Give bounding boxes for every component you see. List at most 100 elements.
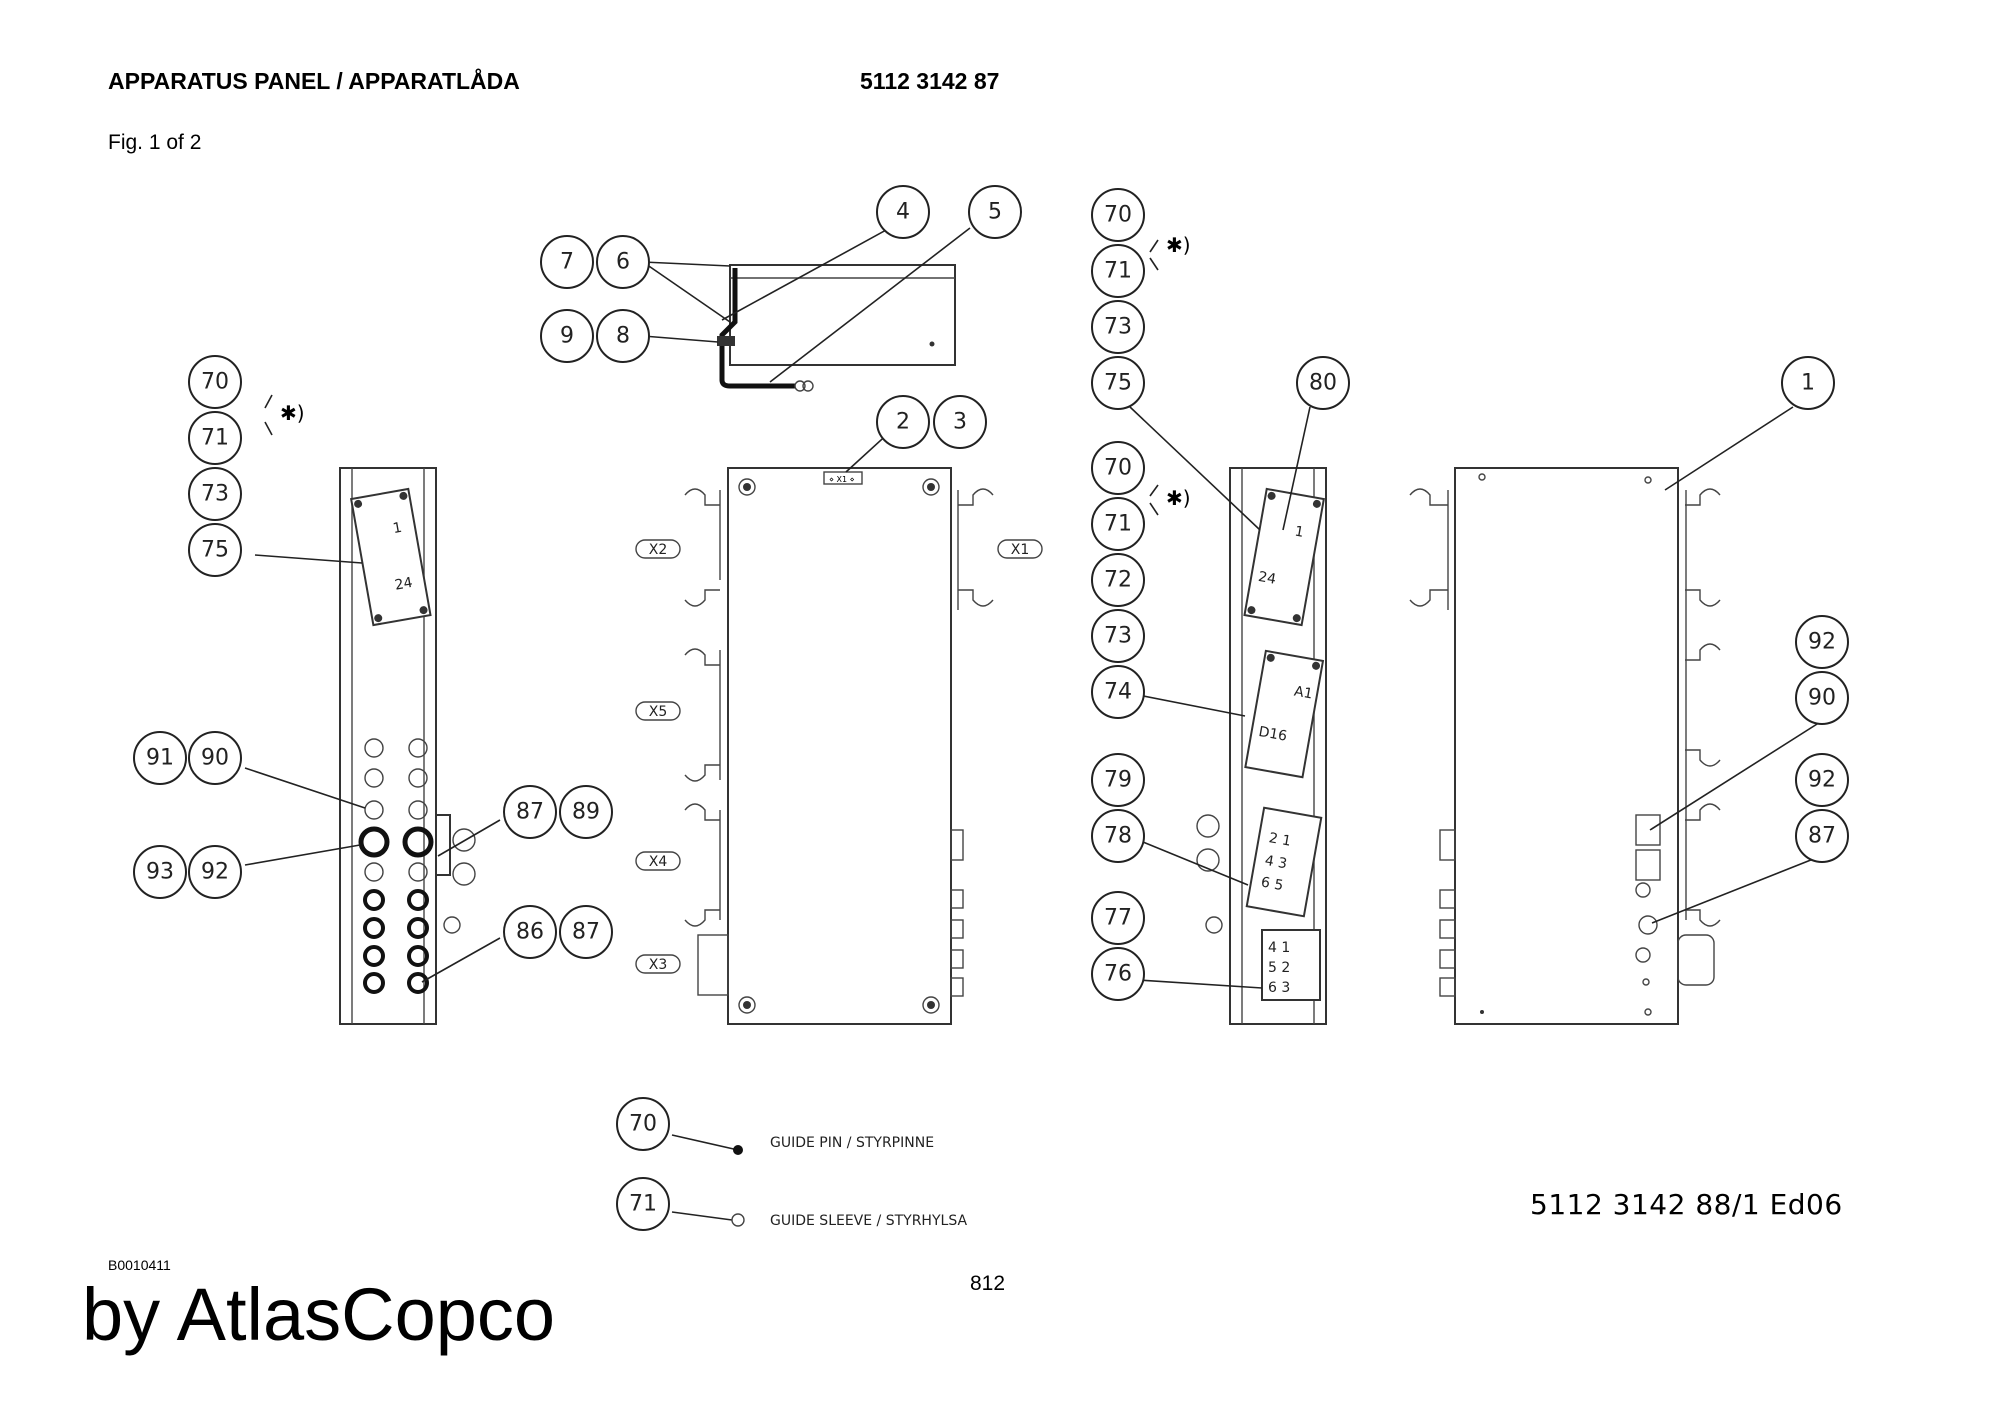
callout-item-3: 3	[933, 395, 987, 449]
svg-text:70: 70	[629, 1112, 657, 1137]
svg-text:71: 71	[629, 1192, 657, 1217]
figure-label: Fig. 1 of 2	[108, 131, 202, 154]
callout-item-76: 76	[1091, 947, 1145, 1001]
svg-text:87: 87	[516, 800, 544, 825]
svg-text:1: 1	[392, 520, 404, 537]
svg-text:78: 78	[1104, 824, 1132, 849]
svg-text:24: 24	[393, 575, 413, 594]
svg-text:2 1: 2 1	[1268, 830, 1293, 850]
callout-item-75: 75	[188, 523, 242, 577]
note-mark-c: ✱)	[1166, 486, 1191, 510]
svg-text:70: 70	[1104, 203, 1132, 228]
svg-text:A1: A1	[1293, 684, 1314, 703]
cover-detail	[717, 264, 956, 392]
callout-item-4: 4	[876, 185, 930, 239]
part-number: 5112 3142 87	[860, 68, 1000, 94]
svg-text:1: 1	[1293, 524, 1305, 541]
callout-item-6: 6	[596, 235, 650, 289]
guide-sleeve-symbol	[731, 1213, 745, 1227]
svg-text:1: 1	[1801, 371, 1815, 396]
svg-text:71: 71	[1104, 512, 1132, 537]
svg-text:93: 93	[146, 860, 174, 885]
callout-item-70-c: 70	[1091, 441, 1145, 495]
callout-item-7: 7	[540, 235, 594, 289]
svg-text:73: 73	[201, 482, 229, 507]
callout-item-88: 90	[188, 731, 242, 785]
svg-text:X4: X4	[649, 854, 668, 870]
callout-item-73-b: 73	[1091, 300, 1145, 354]
callout-item-72: 72	[1091, 553, 1145, 607]
callout-item-8: 8	[596, 309, 650, 363]
svg-text:⋄ X1 ⋄: ⋄ X1 ⋄	[829, 475, 855, 484]
callout-item-78: 78	[1091, 809, 1145, 863]
svg-text:4 3: 4 3	[1264, 853, 1289, 873]
callout-item-70-b: 70	[1091, 188, 1145, 242]
svg-text:70: 70	[1104, 456, 1132, 481]
callout-item-86-c: 87	[1795, 809, 1849, 863]
svg-text:76: 76	[1104, 962, 1132, 987]
callout-item-71: 71	[188, 411, 242, 465]
svg-text:D16: D16	[1257, 724, 1288, 745]
callout-item-74: 74	[1091, 665, 1145, 719]
svg-text:5 2: 5 2	[1268, 960, 1290, 976]
svg-text:92: 92	[1808, 768, 1836, 793]
svg-text:71: 71	[201, 426, 229, 451]
legend-bubble-70: 70	[616, 1097, 670, 1151]
connector-x1: X1	[997, 539, 1043, 559]
callout-item-85: 86	[503, 905, 557, 959]
legend-bubble-71: 71	[616, 1177, 670, 1231]
svg-text:2: 2	[896, 410, 910, 435]
brand-footer: by AtlasCopco	[82, 1273, 556, 1356]
callout-item-2: 2	[876, 395, 930, 449]
legend: 70 GUIDE PIN / STYRPINNE 71 GUIDE SLEEVE…	[616, 1097, 967, 1231]
svg-text:74: 74	[1104, 680, 1132, 705]
guide-pin-symbol	[733, 1145, 743, 1155]
svg-text:89: 89	[572, 800, 600, 825]
callout-item-1: 1	[1781, 356, 1835, 410]
connector-x3: X3	[635, 954, 681, 974]
callout-item-70: 70	[188, 355, 242, 409]
svg-text:91: 91	[146, 746, 174, 771]
svg-text:4 1: 4 1	[1268, 940, 1290, 956]
callout-item-89: 91	[133, 731, 187, 785]
callout-item-71-b: 71	[1091, 244, 1145, 298]
svg-text:86: 86	[516, 920, 544, 945]
callout-item-86-a: 87	[503, 785, 557, 839]
svg-text:X2: X2	[649, 542, 668, 558]
svg-text:87: 87	[572, 920, 600, 945]
svg-text:X1: X1	[1011, 542, 1030, 558]
connector-x4: X4	[635, 851, 681, 871]
rear-view	[1409, 467, 1721, 1025]
svg-text:9: 9	[560, 324, 574, 349]
svg-text:X5: X5	[649, 704, 668, 720]
svg-text:X3: X3	[649, 957, 668, 973]
svg-text:6 3: 6 3	[1268, 980, 1290, 996]
page-title: APPARATUS PANEL / APPARATLÅDA	[108, 68, 520, 94]
callout-item-90: 92	[1795, 753, 1849, 807]
callout-item-87: 89	[559, 785, 613, 839]
svg-text:5: 5	[988, 200, 1002, 225]
callout-item-5: 5	[968, 185, 1022, 239]
svg-text:87: 87	[1808, 824, 1836, 849]
svg-text:73: 73	[1104, 315, 1132, 340]
note-mark-b: ✱)	[1166, 233, 1191, 257]
legend-text-guide-pin: GUIDE PIN / STYRPINNE	[770, 1135, 934, 1151]
svg-text:90: 90	[201, 746, 229, 771]
svg-text:24: 24	[1257, 569, 1277, 588]
callout-item-77: 77	[1091, 891, 1145, 945]
image-code: B0010411	[108, 1257, 171, 1273]
callout-item-91: 92	[1795, 615, 1849, 669]
svg-text:80: 80	[1309, 371, 1337, 396]
side-view-left: 1 24	[339, 467, 476, 1025]
callout-item-86-b: 87	[559, 905, 613, 959]
svg-text:77: 77	[1104, 906, 1132, 931]
connector-x2: X2	[635, 539, 681, 559]
callout-item-93: 93	[133, 845, 187, 899]
front-view: ⋄ X1 ⋄ X2 X5 X4 X3	[635, 467, 1043, 1025]
legend-text-guide-sleeve: GUIDE SLEEVE / STYRHYLSA	[770, 1213, 967, 1229]
svg-text:8: 8	[616, 324, 630, 349]
svg-text:7: 7	[560, 250, 574, 275]
svg-text:72: 72	[1104, 568, 1132, 593]
